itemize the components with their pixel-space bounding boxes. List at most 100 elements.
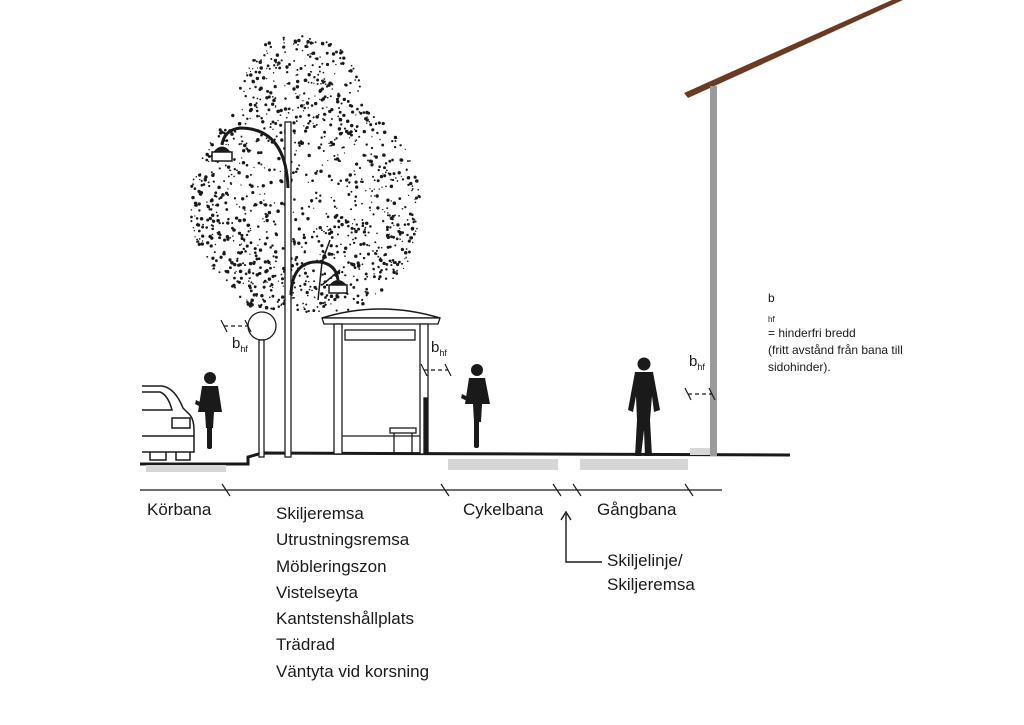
tree-leaf-dot [273,58,278,63]
tree-leaf-dot [395,272,399,275]
tree-leaf-dot [254,254,258,258]
tree-leaf-dot [364,277,367,281]
tree-leaf-dot [206,204,210,209]
tree-leaf-dot [333,199,336,202]
tree-leaf-dot [335,137,338,140]
tree-leaf-dot [407,239,411,243]
tree-leaf-dot [260,117,263,120]
tree-leaf-dot [323,272,327,275]
tree-leaf-dot [296,264,298,266]
bhf-label-building: bhf [689,353,705,372]
tree-leaf-dot [351,223,354,225]
tree-leaf-dot [276,64,279,67]
tree-leaf-dot [322,305,326,308]
tree-leaf-dot [237,170,241,175]
tree-leaf-dot [270,307,273,310]
tree-leaf-dot [250,184,254,188]
tree-leaf-dot [371,201,373,203]
tree-leaf-dot [198,209,201,212]
tree-leaf-dot [365,291,369,295]
tree-leaf-dot [228,258,232,262]
tree-leaf-dot [337,225,341,229]
tree-leaf-dot [264,103,268,107]
tree-leaf-dot [351,110,355,114]
tree-leaf-dot [253,251,257,255]
tree-leaf-dot [314,57,317,60]
tree-leaf-dot [249,87,251,90]
tree-leaf-dot [374,293,377,295]
tree-leaf-dot [376,131,379,135]
tree-leaf-dot [366,275,369,278]
tree-leaf-dot [353,128,356,130]
tree-leaf-dot [353,266,357,269]
tree-leaf-dot [243,264,247,267]
tree-leaf-dot [231,113,235,118]
tree-leaf-dot [194,236,196,238]
tree-leaf-dot [271,96,274,98]
tree-leaf-dot [199,217,204,221]
tree-leaf-dot [233,197,237,200]
tree-leaf-dot [343,274,346,276]
tree-leaf-dot [305,101,310,105]
tree-leaf-dot [323,285,327,289]
tree-leaf-dot [238,143,241,146]
tree-leaf-dot [196,238,199,241]
tree-leaf-dot [279,108,283,113]
tree-leaf-dot [361,298,364,302]
tree-leaf-dot [296,167,299,171]
tree-leaf-dot [200,183,204,187]
tree-leaf-dot [248,277,251,280]
tree-leaf-dot [299,115,302,118]
tree-leaf-dot [327,229,330,231]
tree-leaf-dot [312,42,314,44]
tree-leaf-dot [333,257,336,259]
tree-leaf-dot [306,39,310,44]
tree-leaf-dot [372,250,374,252]
tree-leaf-dot [265,218,269,223]
bhf-markers [220,319,716,401]
tree-leaf-dot [214,191,218,195]
tree-leaf-dot [205,226,209,229]
tree-leaf-dot [330,236,334,239]
tree-leaf-dot [276,109,280,114]
tree-leaf-dot [312,116,315,119]
tree-leaf-dot [344,255,346,257]
tree-leaf-dot [226,165,231,169]
tree-leaf-dot [268,67,271,70]
tree-leaf-dot [330,108,334,112]
tree-leaf-dot [212,267,216,270]
tree-leaf-dot [320,292,324,296]
tree-leaf-dot [190,215,193,219]
tree-leaf-dot [223,131,226,135]
tree-leaf-dot [315,197,318,200]
tree-leaf-dot [224,201,228,205]
tree-leaf-dot [324,303,327,307]
tree-leaf-dot [335,97,339,101]
tree-leaf-dot [352,238,354,241]
tree-leaf-dot [211,219,216,223]
tree-leaf-dot [322,150,325,152]
tree-leaf-dot [304,280,307,283]
tree-leaf-dot [335,157,340,161]
tree-leaf-dot [305,125,309,130]
tree-leaf-dot [307,73,311,77]
tree-leaf-dot [410,227,414,231]
tree-leaf-dot [390,235,393,239]
tree-leaf-dot [339,51,343,55]
tree-leaf-dot [401,240,404,243]
tree-leaf-dot [245,233,249,237]
tree-leaf-dot [280,277,285,281]
tree-leaf-dot [305,290,309,295]
tree-leaf-dot [382,153,386,157]
tree-leaf-dot [253,285,257,289]
tree-leaf-dot [208,149,210,151]
round-sign [247,311,277,458]
tree-leaf-dot [372,116,375,119]
tree-leaf-dot [299,66,303,71]
tree-leaf-dot [337,219,341,223]
tree-leaf-dot [357,90,360,92]
tree-leaf-dot [392,235,396,239]
tree-leaf-dot [286,82,288,85]
tree-leaf-dot [327,298,330,301]
tree-leaf-dot [244,209,246,211]
